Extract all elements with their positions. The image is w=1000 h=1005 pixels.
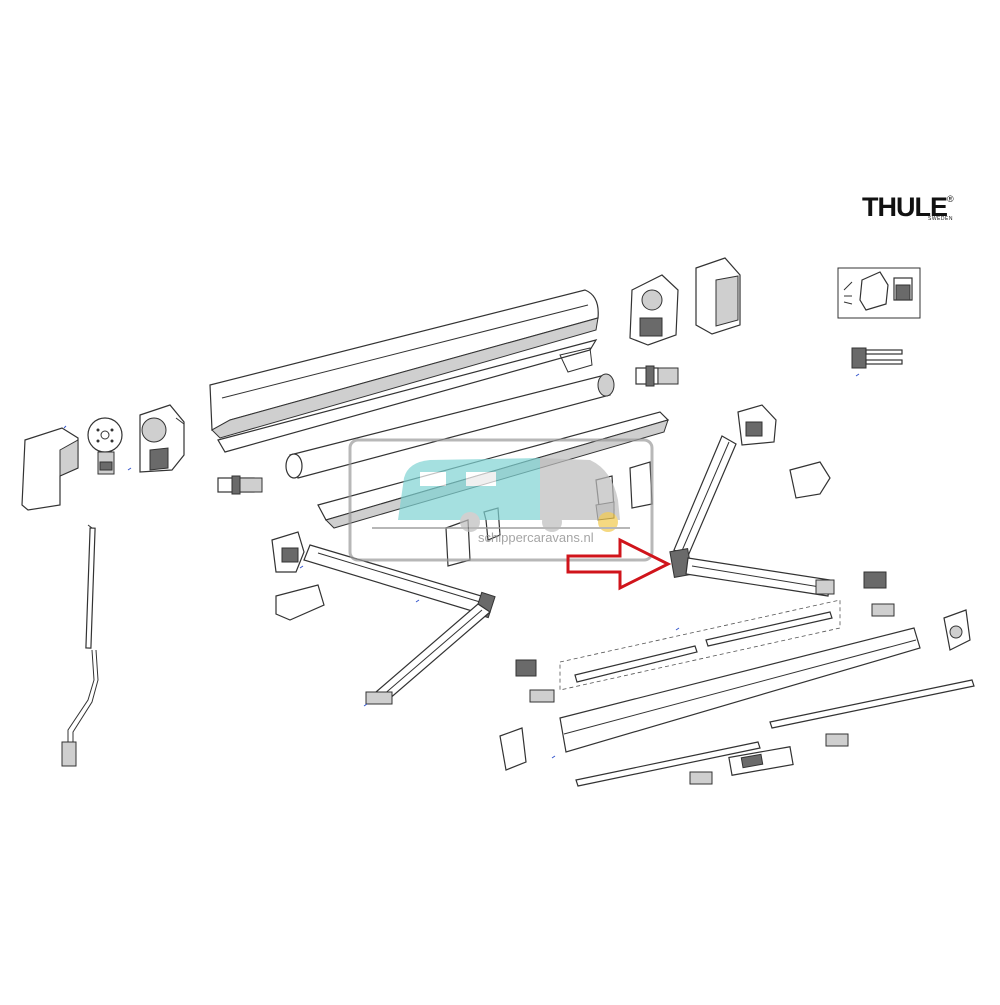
front-bar (559, 627, 921, 753)
right-arm-lower (685, 557, 835, 597)
bottom-clip-2 (825, 733, 849, 747)
watermark-caravan (348, 438, 654, 562)
bottom-rod-left (575, 741, 761, 787)
logo-text: THULE (862, 192, 948, 222)
logo-registered-mark: ® (947, 194, 954, 204)
inset-rod-clip (851, 347, 903, 369)
cassette-housing (209, 289, 599, 453)
right-end-cap-lower (943, 609, 971, 651)
left-end-cover (21, 427, 79, 511)
left-plug-part (217, 475, 263, 495)
bottom-clip-1 (689, 771, 713, 785)
left-arm-lower (365, 603, 491, 705)
watermark-text: schippercaravans.nl (478, 530, 594, 545)
inner-rod-right (705, 611, 833, 647)
front-bar-end-cap (499, 727, 527, 771)
inner-rod-left (574, 645, 698, 683)
inset-parts-box (837, 267, 921, 319)
right-plug-part (635, 365, 679, 387)
crank-handle (61, 524, 99, 767)
right-end-cover (695, 257, 741, 335)
right-gear-mechanism (629, 274, 679, 346)
right-small-part-2 (871, 603, 895, 617)
roller-tube (285, 373, 615, 479)
right-arm-cover (789, 461, 831, 499)
reference-ticks (63, 373, 860, 759)
right-small-part-1 (863, 571, 887, 589)
bottom-lock-part (728, 746, 794, 776)
highlight-arrow (566, 537, 672, 591)
thule-logo: THULE® (862, 192, 954, 223)
center-plate (629, 461, 653, 509)
logo-subtext: SWEDEN (928, 216, 953, 222)
left-small-parts (515, 659, 555, 703)
right-arm-upper (673, 435, 737, 557)
left-arm-cover (275, 584, 325, 621)
left-end-bracket (139, 404, 185, 473)
left-gear-part (87, 417, 123, 475)
bottom-rod-right (769, 679, 975, 729)
right-arm-top-bracket (737, 404, 777, 446)
dashed-assembly-frame (559, 599, 841, 691)
left-arm-bracket (271, 531, 305, 573)
